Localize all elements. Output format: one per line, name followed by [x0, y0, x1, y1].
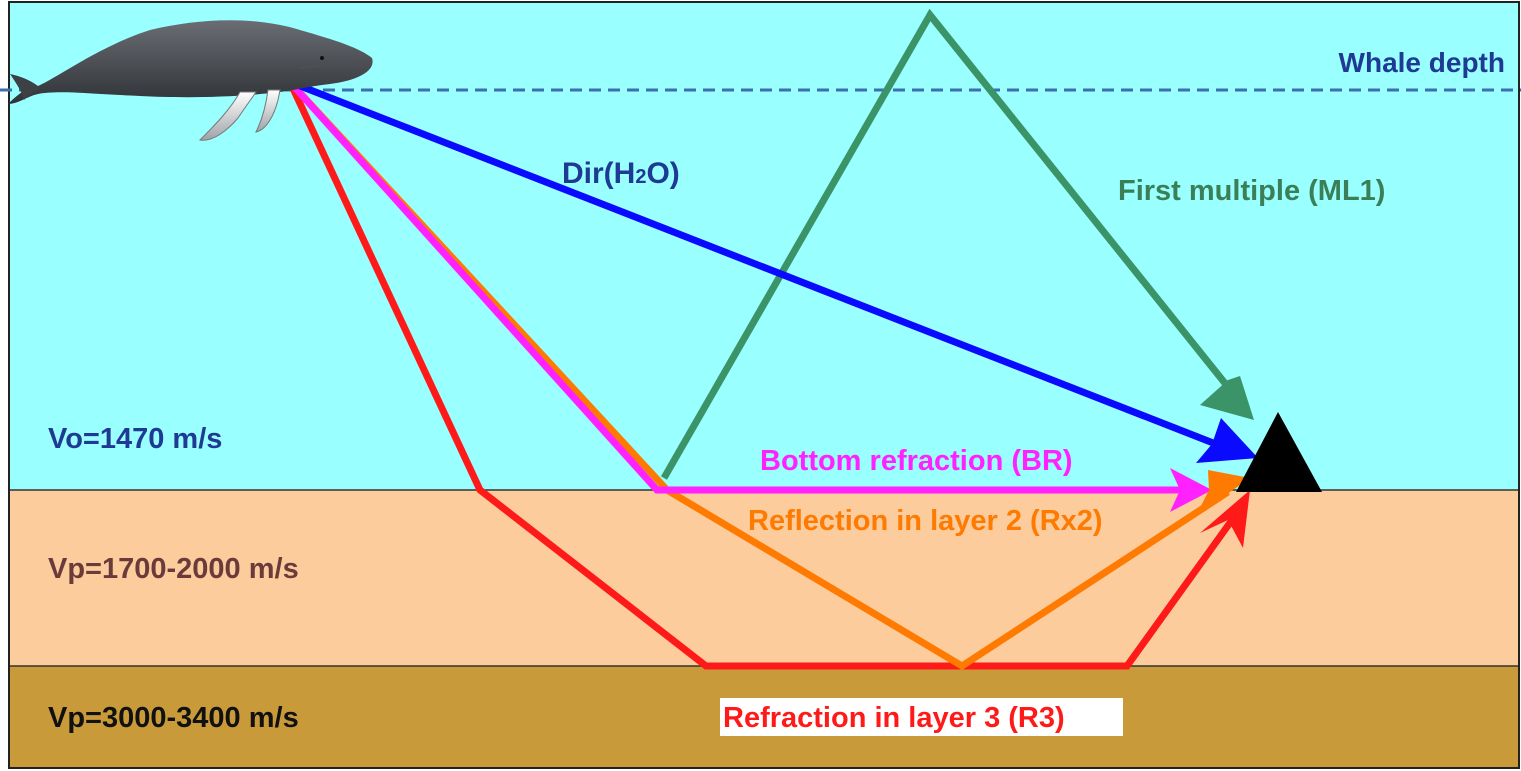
first-multiple-ray: [660, 8, 1243, 480]
refraction-layer3-label: Refraction in layer 3 (R3): [723, 702, 1065, 734]
first-multiple-label: First multiple (ML1): [1118, 175, 1385, 207]
receiver-icon: [1236, 412, 1322, 492]
reflection-layer2-ray: [287, 79, 1230, 671]
layer2-velocity-label: Vp=1700-2000 m/s: [48, 553, 299, 585]
bottom-refraction-ray: [287, 79, 1180, 494]
refraction-layer3-label-bg: [720, 698, 1123, 736]
whale-depth-label: Whale depth: [1339, 47, 1505, 78]
water-velocity-label: Vo=1470 m/s: [48, 423, 222, 455]
direct-path-label: Dir(H2O): [562, 157, 680, 190]
bottom-refraction-arrowhead: [1170, 468, 1212, 512]
layer3-velocity-label: Vp=3000-3400 m/s: [48, 702, 299, 734]
humpback-whale-icon: [8, 20, 373, 141]
first-multiple-arrowhead: [1200, 376, 1254, 420]
direct-arrowhead: [1196, 418, 1258, 463]
refraction-layer3-ray: [286, 80, 1235, 670]
sediment-layer-2: [9, 490, 1519, 666]
refraction-layer3-arrowhead: [1200, 490, 1250, 548]
bottom-refraction-label: Bottom refraction (BR): [760, 445, 1073, 477]
diagram-border: [8, 1, 1520, 769]
reflection-layer2-label: Reflection in layer 2 (Rx2): [748, 505, 1103, 537]
reflection-layer2-arrowhead: [1196, 470, 1250, 516]
direct-ray: [288, 78, 1228, 452]
